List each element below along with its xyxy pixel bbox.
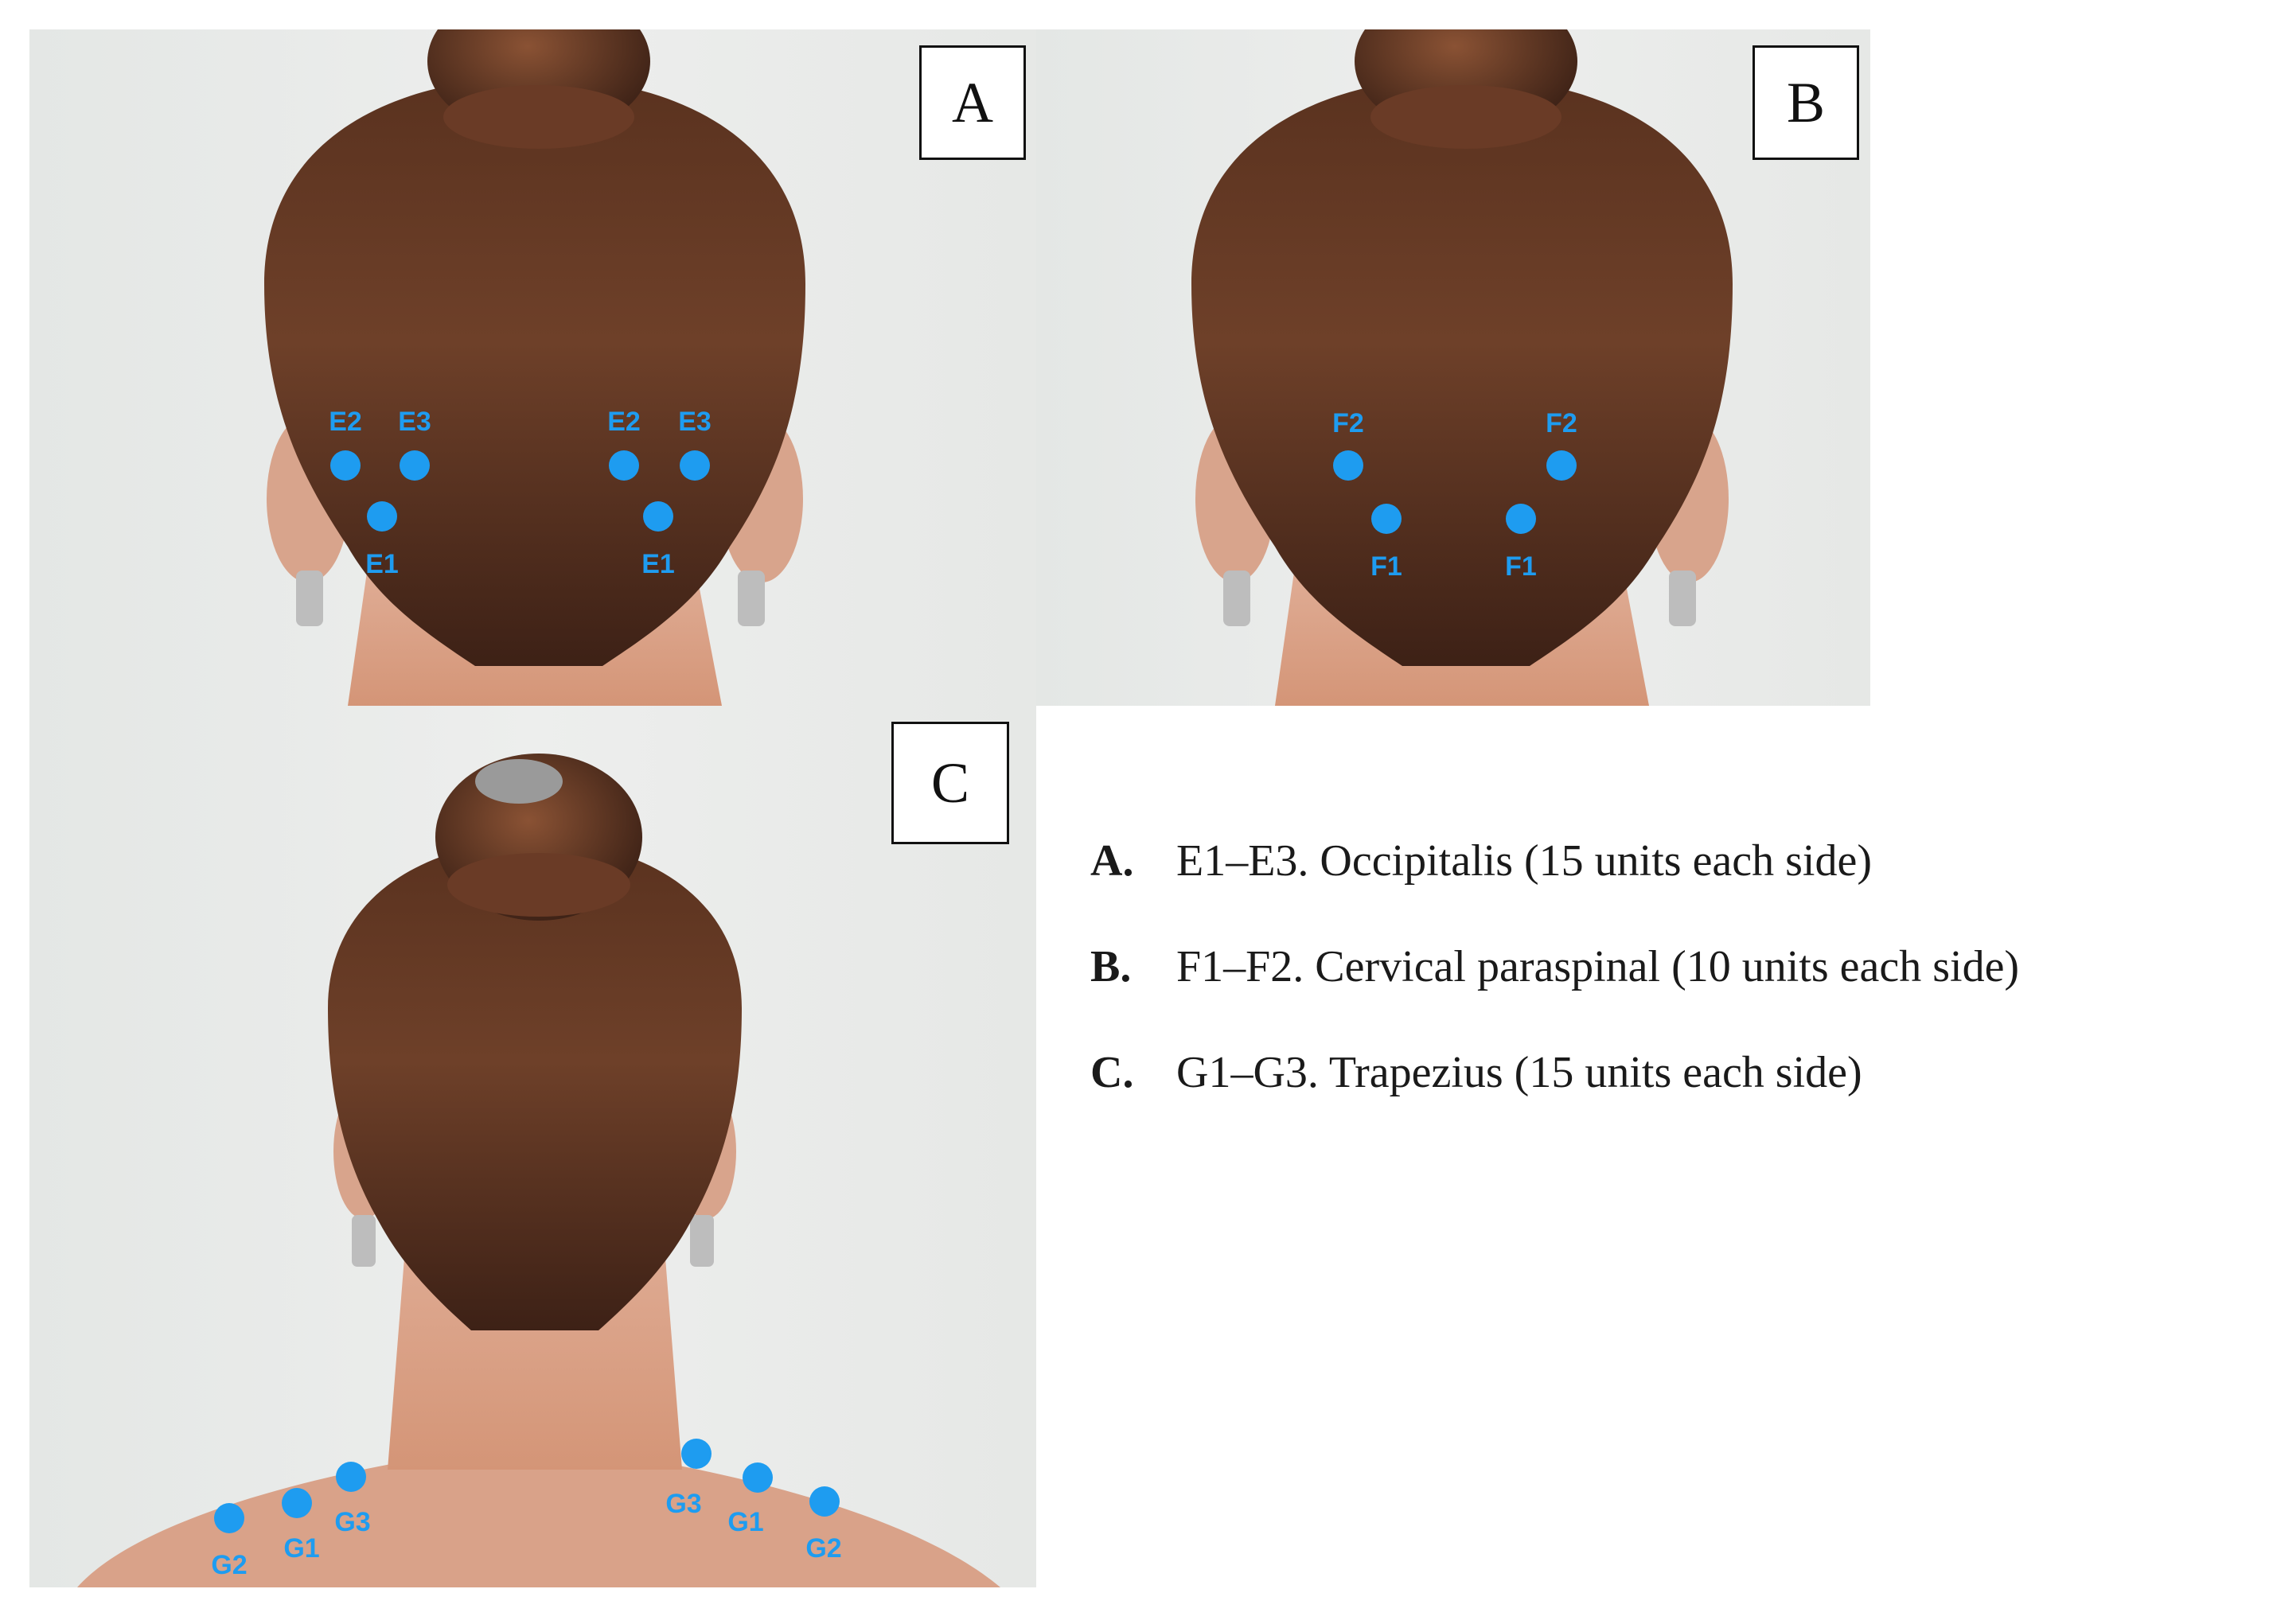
marker-label-c-0: G2	[211, 1550, 247, 1580]
legend-key-a: A.	[1090, 836, 1134, 886]
marker-label-c-1: G1	[283, 1533, 319, 1564]
marker-label-a-2: E1	[365, 549, 399, 579]
photo-panel-b: F2 F1 F2 F1 B	[1036, 29, 1870, 706]
marker-b-0[interactable]	[1333, 450, 1363, 481]
marker-label-c-2: G3	[334, 1507, 370, 1537]
marker-layer-c: G2 G1 G3 G3 G1 G2	[211, 1439, 842, 1580]
marker-b-2[interactable]	[1546, 450, 1577, 481]
legend-item-a: A. E1–E3. Occipitalis (15 units each side…	[1090, 835, 2019, 888]
marker-label-a-4: E3	[678, 407, 712, 437]
marker-a-3[interactable]	[609, 450, 639, 481]
photo-panel-c: G2 G1 G3 G3 G1 G2 C	[29, 706, 1036, 1587]
legend-text-c: G1–G3. Trapezius (15 units each side)	[1176, 1048, 1862, 1097]
marker-label-b-2: F2	[1546, 408, 1577, 438]
marker-label-a-5: E1	[641, 549, 675, 579]
marker-a-4[interactable]	[680, 450, 710, 481]
marker-label-b-1: F1	[1370, 551, 1402, 582]
marker-label-c-3: G3	[665, 1489, 701, 1519]
marker-a-0[interactable]	[330, 450, 361, 481]
figure-legend: A. E1–E3. Occipitalis (15 units each side…	[1090, 835, 2019, 1153]
legend-text-b: F1–F2. Cervical paraspinal (10 units eac…	[1176, 942, 2020, 991]
marker-a-2[interactable]	[367, 501, 397, 532]
marker-c-4[interactable]	[743, 1462, 773, 1493]
marker-b-1[interactable]	[1371, 504, 1402, 534]
marker-a-5[interactable]	[643, 501, 673, 532]
legend-key-b: B.	[1090, 942, 1132, 991]
marker-c-2[interactable]	[336, 1462, 366, 1492]
marker-layer-a: E2 E3 E1 E2 E3 E1	[329, 407, 712, 579]
panel-letter-b: B	[1753, 45, 1859, 160]
legend-item-b: B. F1–F2. Cervical paraspinal (10 units e…	[1090, 941, 2019, 994]
photo-panel-a: E2 E3 E1 E2 E3 E1 A	[29, 29, 1036, 706]
legend-key-c: C.	[1090, 1048, 1134, 1097]
legend-text-a: E1–E3. Occipitalis (15 units each side)	[1176, 836, 1872, 886]
marker-label-a-3: E2	[607, 407, 641, 437]
panel-letter-a: A	[919, 45, 1026, 160]
panel-letter-c: C	[891, 722, 1009, 844]
marker-label-b-3: F1	[1505, 551, 1537, 582]
marker-label-a-0: E2	[329, 407, 362, 437]
marker-b-3[interactable]	[1506, 504, 1536, 534]
photo-head-back-c	[29, 706, 1036, 1587]
marker-label-c-4: G1	[727, 1507, 763, 1537]
marker-label-a-1: E3	[398, 407, 431, 437]
marker-c-1[interactable]	[282, 1488, 312, 1518]
marker-c-0[interactable]	[214, 1503, 244, 1533]
marker-c-3[interactable]	[681, 1439, 712, 1469]
marker-c-5[interactable]	[809, 1486, 840, 1517]
legend-item-c: C. G1–G3. Trapezius (15 units each side)	[1090, 1047, 2019, 1100]
marker-label-b-0: F2	[1332, 408, 1364, 438]
marker-label-c-5: G2	[805, 1533, 841, 1564]
photo-head-back-b	[1036, 29, 1870, 706]
marker-layer-b: F2 F1 F2 F1	[1332, 408, 1577, 582]
marker-a-1[interactable]	[400, 450, 430, 481]
